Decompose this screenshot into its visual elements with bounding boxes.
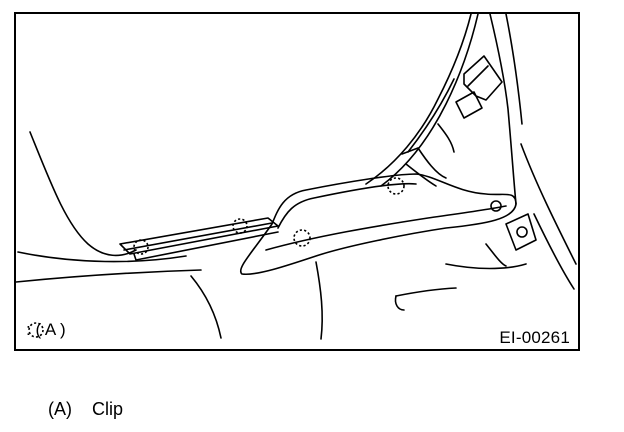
side-sill-diagram <box>16 14 577 340</box>
trim-panel-outline <box>239 173 517 276</box>
clip-marker <box>387 177 405 195</box>
bolt-boss <box>505 213 537 251</box>
belt-anchor-bracket <box>463 55 503 101</box>
figure-id: EI-00261 <box>499 328 570 347</box>
sill-strip-outer <box>119 217 279 255</box>
clip-marker <box>133 239 149 255</box>
clip-marker <box>293 229 311 247</box>
figure-frame: : ( A ) EI-00261 <box>14 12 580 351</box>
legend: : ( A ) <box>26 320 66 340</box>
caption: (A) Clip <box>48 398 123 420</box>
caption-text: Clip <box>92 399 124 419</box>
caption-key: (A) <box>48 399 72 419</box>
clip-markers <box>133 177 405 255</box>
legend-text: : ( A ) <box>26 320 66 339</box>
clip-marker <box>232 218 248 234</box>
floor-line <box>190 275 222 339</box>
pillar-outline <box>365 14 472 185</box>
door-opening-outline <box>29 131 137 257</box>
clip-symbol-icon <box>28 322 44 338</box>
